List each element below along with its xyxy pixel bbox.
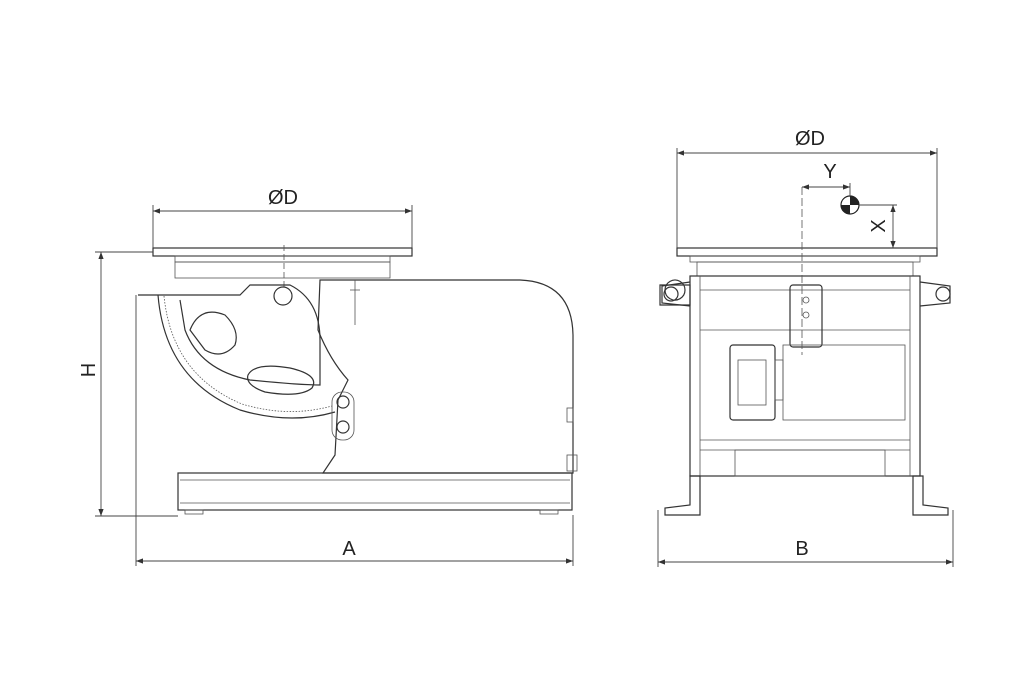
- pivot-bolt: [273, 286, 293, 306]
- sector-slot-upper: [189, 311, 237, 355]
- height-label: H: [78, 363, 100, 377]
- tilting-body: [317, 279, 574, 474]
- base-frame: [177, 472, 573, 511]
- side-view: [95, 205, 578, 566]
- offset-x-label: X: [868, 219, 890, 232]
- length-label: A: [342, 538, 356, 560]
- frame: [689, 275, 921, 477]
- width-label: B: [795, 538, 808, 560]
- tilt-gear-sector: [157, 294, 336, 419]
- foot-right: [912, 475, 949, 516]
- rotary-table: [676, 247, 938, 257]
- front-view: [657, 148, 954, 567]
- rotary-table: [152, 247, 413, 257]
- offset-y-label: Y: [823, 161, 836, 183]
- sector-slot-lower: [247, 365, 315, 395]
- side-diameter-label: ØD: [268, 187, 298, 209]
- foot-left: [664, 475, 701, 516]
- center-of-gravity-icon: [840, 195, 860, 215]
- front-diameter-label: ØD: [795, 128, 825, 150]
- gearbox-top: [789, 284, 823, 348]
- table-bearing-housing: [174, 261, 391, 279]
- lifting-lug-left: [659, 279, 691, 306]
- motor-gearbox: [729, 344, 776, 421]
